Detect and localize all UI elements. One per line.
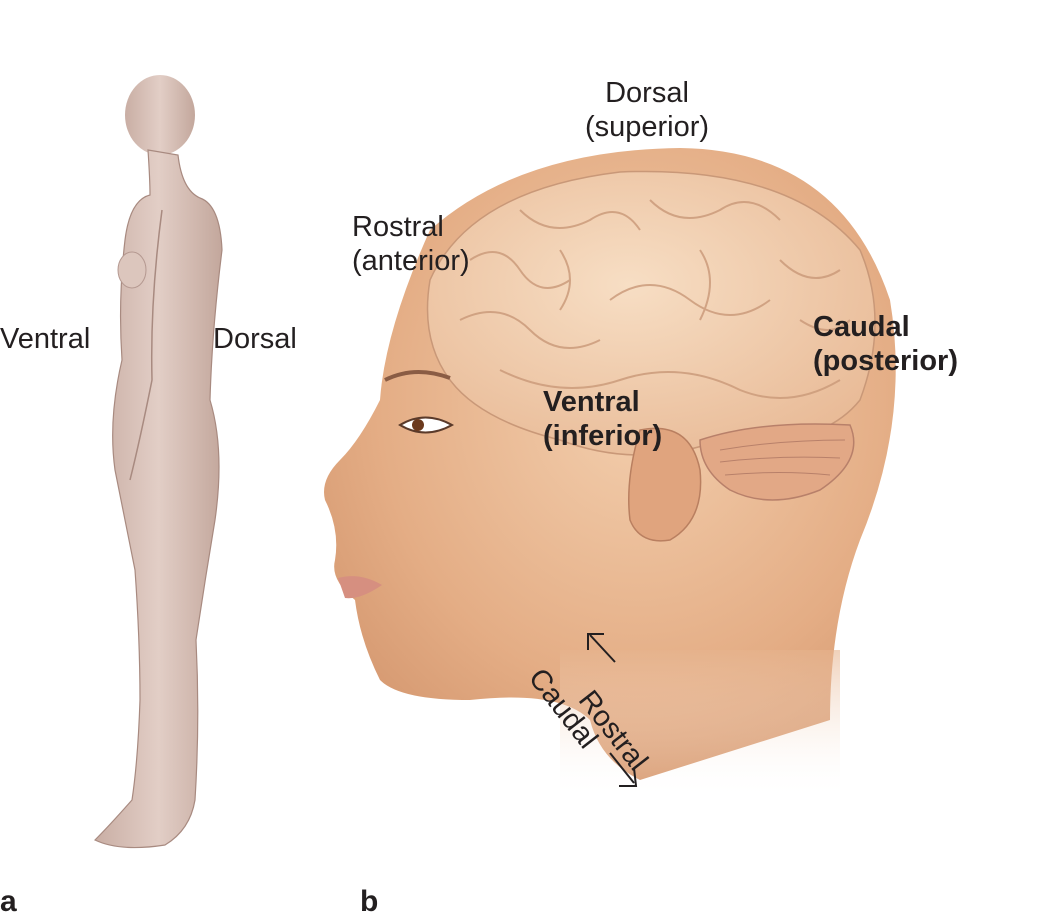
head-ventral-term: Ventral — [543, 386, 640, 418]
rostral-arrowhead — [587, 633, 604, 650]
head-ventral-sub: (inferior) — [543, 420, 663, 452]
body-dorsal-label: Dorsal — [213, 323, 297, 355]
head-rostral-sub: (anterior) — [352, 245, 470, 277]
head-ventral-label: Ventral (inferior) — [543, 385, 662, 453]
body-ventral-label: Ventral — [0, 323, 91, 355]
head-dorsal-sub: (superior) — [584, 111, 710, 143]
head-caudal-label: Caudal (posterior) — [813, 310, 958, 378]
rostral-arrow-line — [589, 634, 616, 663]
panel-b-letter: b — [360, 885, 379, 918]
caudal-arrow-line — [609, 752, 635, 784]
head-caudal-sub: (posterior) — [813, 345, 958, 377]
body-figure — [93, 75, 223, 849]
panel-a-letter: a — [0, 885, 17, 918]
head-rostral-label: Rostral (anterior) — [352, 210, 470, 278]
head-rostral-term: Rostral — [352, 211, 444, 243]
head-dorsal-label: Dorsal (superior) — [582, 76, 712, 144]
caudal-arrowhead — [619, 767, 638, 787]
direction-arrows — [587, 633, 638, 787]
head-dorsal-term: Dorsal — [605, 77, 689, 109]
head-caudal-term: Caudal — [813, 311, 910, 343]
head-figure — [324, 148, 896, 800]
